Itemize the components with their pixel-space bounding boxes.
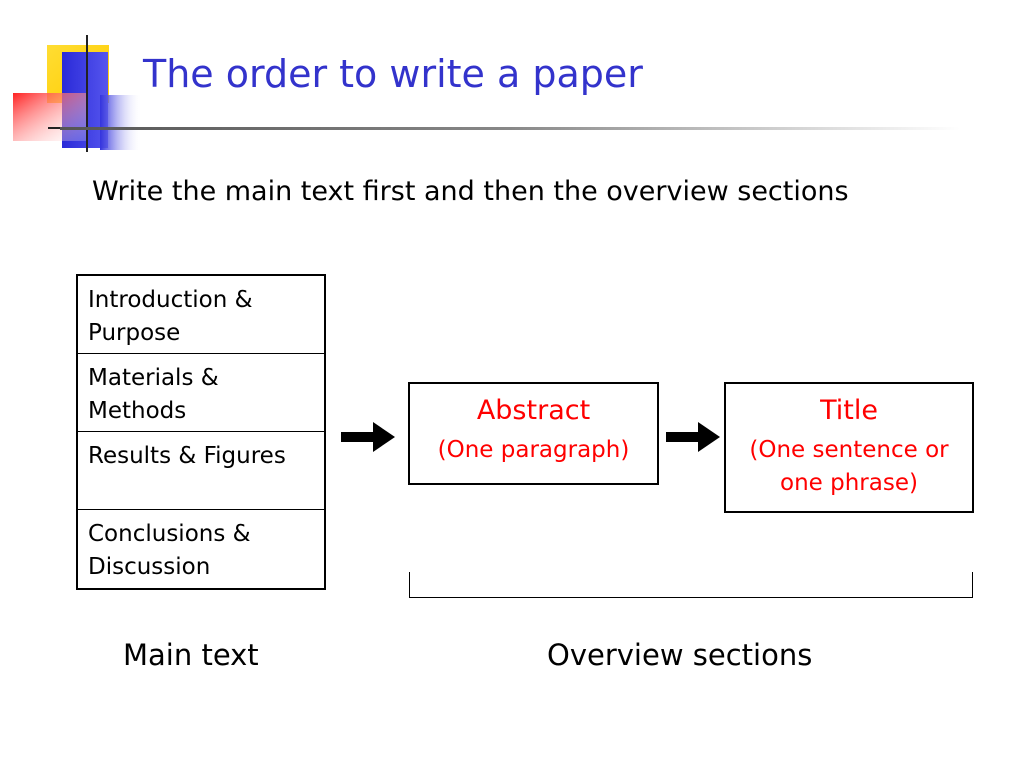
- main-section-conclusions: Conclusions & Discussion: [88, 521, 251, 580]
- abstract-note: (One paragraph): [437, 437, 630, 463]
- arrow-right-icon: [341, 422, 395, 452]
- title-underline: [60, 127, 960, 130]
- subtitle: Write the main text first and then the o…: [92, 176, 849, 207]
- title-box-note: (One sentence or one phrase): [749, 437, 949, 496]
- main-section-intro: Introduction & Purpose: [78, 276, 324, 354]
- abstract-box: Abstract (One paragraph): [408, 382, 659, 485]
- main-section-results: Results & Figures: [78, 432, 324, 510]
- overview-caption: Overview sections: [547, 638, 813, 672]
- main-section-methods: Materials & Methods: [78, 354, 324, 432]
- page-title: The order to write a paper: [143, 52, 643, 96]
- abstract-heading: Abstract: [476, 395, 591, 426]
- title-decoration: [13, 35, 140, 152]
- overview-bracket: [409, 572, 973, 598]
- main-text-caption: Main text: [123, 638, 259, 672]
- title-box-heading: Title: [820, 395, 878, 426]
- title-box: Title (One sentence or one phrase): [724, 382, 974, 513]
- main-text-table: Introduction & Purpose Materials & Metho…: [76, 274, 326, 590]
- arrow-right-icon: [666, 422, 720, 452]
